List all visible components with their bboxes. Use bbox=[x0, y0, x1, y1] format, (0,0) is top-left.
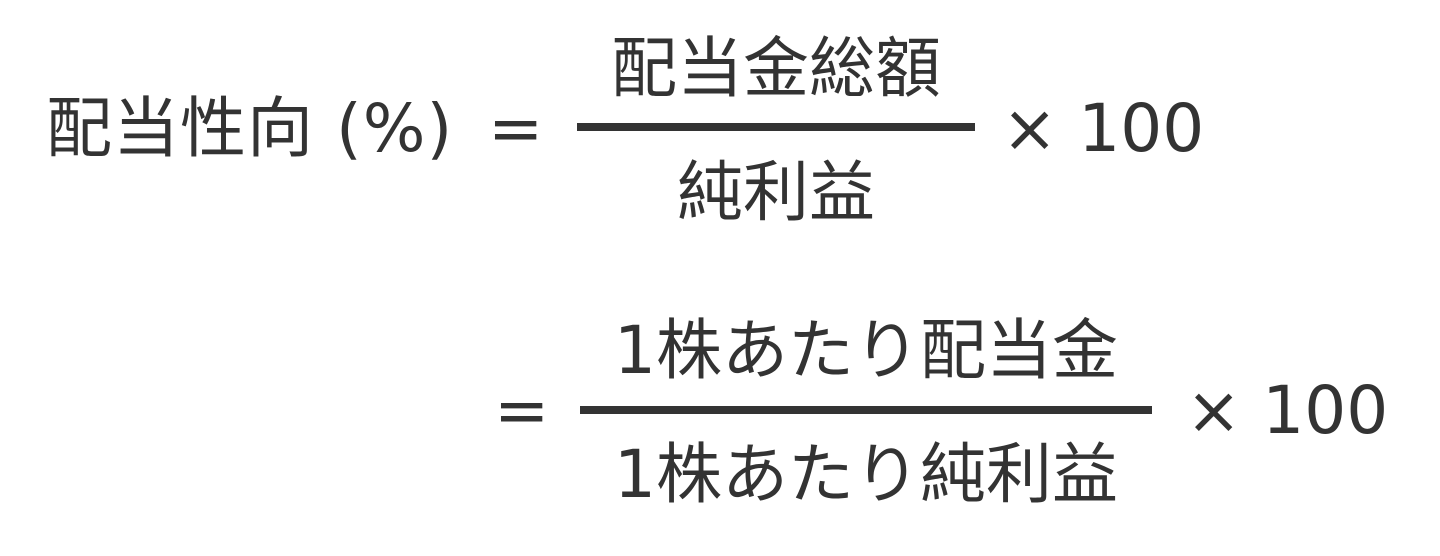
denominator-1: 純利益 bbox=[677, 154, 875, 231]
denominator-2: 1株あたり純利益 bbox=[614, 436, 1118, 513]
fraction-bar-2 bbox=[580, 406, 1152, 414]
numerator-2: 1株あたり配当金 bbox=[614, 312, 1118, 389]
numerator-1: 配当金総額 bbox=[611, 30, 941, 107]
equals-sign-2: = bbox=[494, 372, 550, 449]
formula-lhs-label: 配当性向 (%) bbox=[46, 90, 454, 167]
equals-sign-1: = bbox=[488, 90, 544, 167]
fraction-bar-1 bbox=[577, 123, 975, 131]
multiplier-1: × 100 bbox=[1002, 90, 1205, 167]
multiplier-2: × 100 bbox=[1186, 372, 1389, 449]
